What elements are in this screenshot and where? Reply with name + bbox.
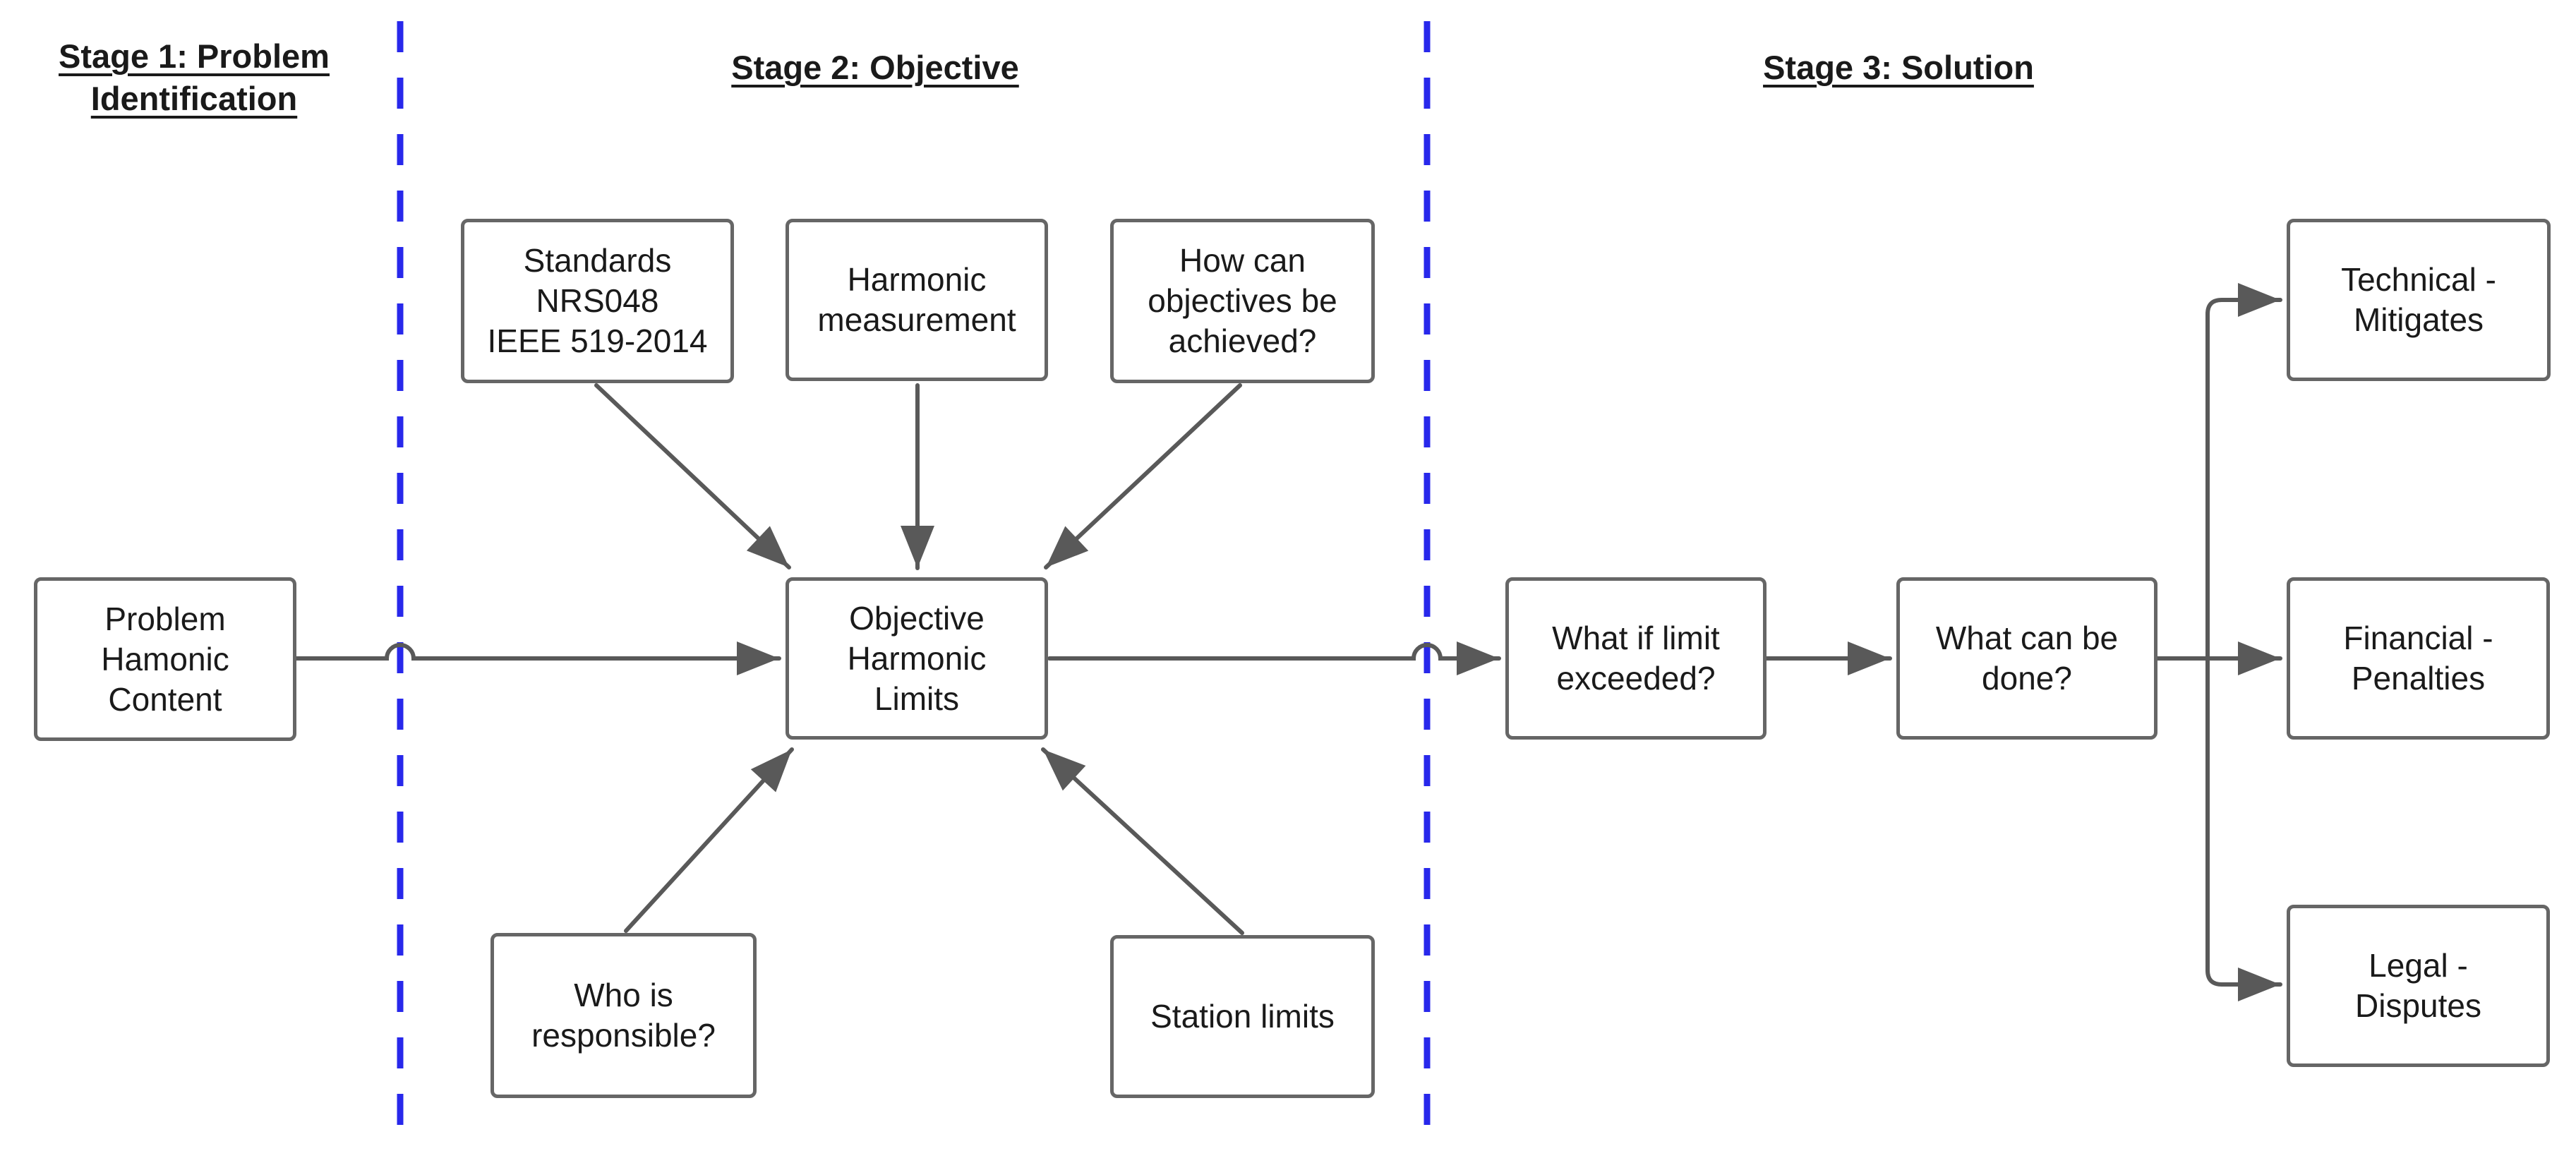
node-label: Technical - Mitigates — [2341, 261, 2496, 338]
node-how-objectives-achieved: How can objectives be achieved? — [1110, 219, 1375, 383]
connector-responsible-to-objective — [624, 747, 794, 933]
node-label: Financial - Penalties — [2343, 620, 2493, 697]
connector-objective-to-limit-exceeded — [1047, 641, 1501, 675]
node-label: Station limits — [1150, 998, 1335, 1035]
node-standards: Standards NRS048 IEEE 519-2014 — [461, 219, 734, 383]
node-label: Problem Hamonic Content — [101, 600, 229, 718]
node-label: Standards NRS048 IEEE 519-2014 — [487, 242, 708, 359]
node-what-if-limit-exceeded: What if limit exceeded? — [1505, 577, 1767, 740]
node-objective-harmonic-limits: Objective Harmonic Limits — [786, 577, 1048, 740]
stage1-header: Stage 1: Problem Identification — [59, 37, 330, 117]
connector-branch-to-technical — [2205, 283, 2282, 661]
node-technical-mitigates: Technical - Mitigates — [2287, 219, 2551, 381]
node-harmonic-measurement: Harmonic measurement — [786, 219, 1048, 381]
node-problem-harmonic-content: Problem Hamonic Content — [34, 577, 296, 741]
node-legal-disputes: Legal - Disputes — [2287, 905, 2550, 1067]
node-what-can-be-done: What can be done? — [1896, 577, 2157, 740]
node-label: Objective Harmonic Limits — [847, 599, 987, 717]
connector-station-to-objective — [1041, 747, 1244, 935]
node-label: Harmonic measurement — [817, 261, 1016, 338]
connector-problem-to-objective — [294, 641, 781, 675]
node-label: Legal - Disputes — [2355, 947, 2481, 1024]
connector-how-achieved-to-objective — [1044, 383, 1242, 570]
node-who-is-responsible: Who is responsible? — [490, 933, 757, 1098]
node-station-limits: Station limits — [1110, 935, 1375, 1098]
node-label: How can objectives be achieved? — [1148, 242, 1337, 359]
connector-standards-to-objective — [594, 383, 791, 570]
node-label: Who is responsible? — [531, 977, 716, 1054]
stage3-header: Stage 3: Solution — [1763, 49, 2034, 86]
connector-branch-to-legal — [2205, 656, 2282, 1001]
stage2-header: Stage 2: Objective — [731, 49, 1019, 86]
node-label: What can be done? — [1935, 620, 2119, 697]
node-financial-penalties: Financial - Penalties — [2287, 577, 2550, 740]
node-label: What if limit exceeded? — [1552, 620, 1720, 697]
